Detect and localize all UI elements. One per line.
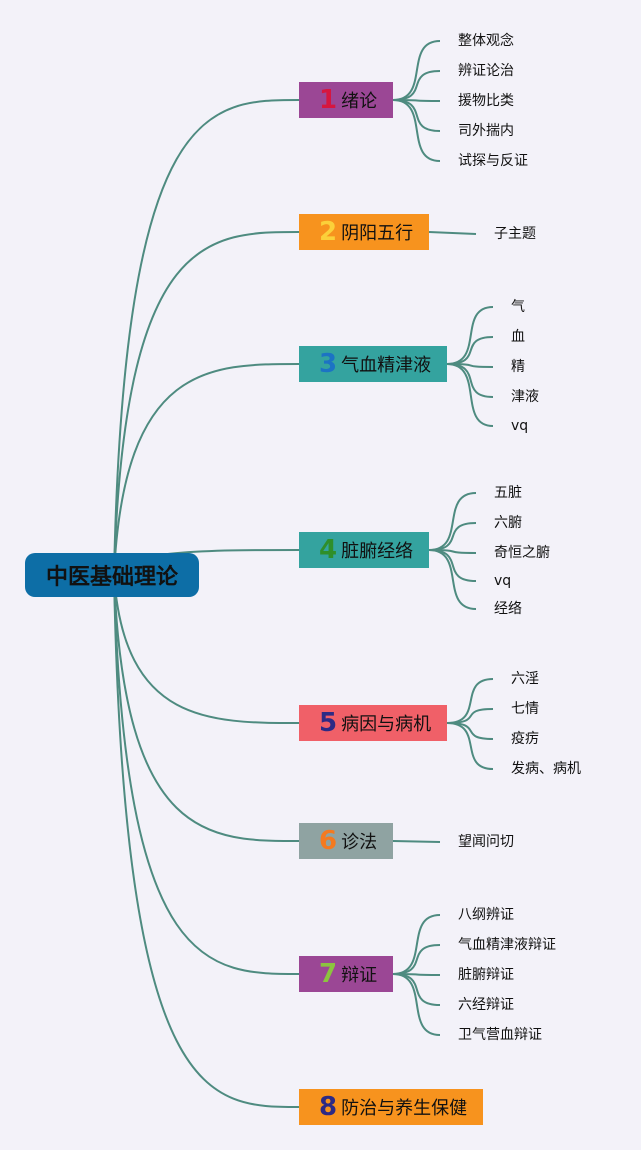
leaf-node[interactable]: 七情 [511,701,539,717]
branch-connector-1 [113,99,300,576]
branch-connector-2 [113,231,300,576]
leaf-connector-3-2 [446,336,494,365]
leaf-connector-3-1 [446,306,494,365]
leaf-node[interactable]: 疫疠 [511,731,539,747]
leaf-node[interactable]: 八纲辨证 [458,907,514,923]
leaf-connector-5-4 [446,722,494,770]
leaf-node[interactable]: 气血精津液辩证 [458,937,556,953]
leaf-node[interactable]: 发病、病机 [511,761,581,777]
leaf-connector-4-1 [428,492,477,551]
branch-label: 辩证 [341,965,378,986]
leaf-connector-1-2 [392,70,441,101]
root-label: 中医基础理论 [45,565,178,590]
branch-connector-3 [113,363,300,576]
leaf-connector-7-5 [392,973,441,1036]
leaf-connector-5-2 [446,708,494,724]
branch-connector-5 [113,574,300,724]
branch-label: 脏腑经络 [341,541,414,562]
branch-number: 7 [319,959,338,989]
leaf-node[interactable]: 精 [511,359,525,375]
leaf-connector-5-3 [446,722,494,740]
leaf-node[interactable]: 奇恒之腑 [494,545,550,561]
leaf-node[interactable]: 司外揣内 [458,123,514,139]
leaf-node[interactable]: 津液 [511,389,539,405]
leaf-node[interactable]: 脏腑辩证 [458,967,514,983]
branch-label: 气血精津液 [341,355,432,376]
branch-number: 4 [319,535,338,565]
branch-connector-6 [113,574,300,842]
branch-label: 阴阳五行 [341,223,414,244]
leaf-connector-7-2 [392,944,441,975]
leaf-node[interactable]: 经络 [494,601,522,617]
leaf-node[interactable]: vq [511,418,529,434]
branch-number: 1 [319,85,338,115]
leaf-node[interactable]: 六经辩证 [458,997,514,1013]
leaf-node[interactable]: 卫气营血辩证 [458,1027,542,1043]
branch-number: 2 [319,217,338,247]
branch-label: 绪论 [341,91,378,112]
leaf-connector-4-5 [428,549,477,610]
leaf-connector-6-1 [392,840,441,843]
leaf-node[interactable]: 子主题 [494,226,536,242]
branch-label: 病因与病机 [341,714,432,735]
leaf-connector-7-1 [392,914,441,975]
leaf-node[interactable]: 气 [511,299,525,315]
leaf-connector-4-2 [428,522,477,551]
branch-connector-7 [113,574,300,975]
root-node[interactable]: 中医基础理论 [25,553,199,597]
leaf-connector-1-1 [392,40,441,101]
leaf-node[interactable]: 辨证论治 [458,63,514,79]
branch-label: 诊法 [341,832,378,853]
branch-connector-8 [113,574,300,1108]
leaf-node[interactable]: 六腑 [494,515,522,531]
branch-number: 8 [319,1092,338,1122]
leaf-connector-1-5 [392,99,441,162]
branch-number: 5 [319,708,338,738]
leaf-node[interactable]: 六淫 [511,671,539,687]
leaf-node[interactable]: 血 [511,329,525,345]
leaf-node[interactable]: 望闻问切 [458,834,514,850]
branch-number: 6 [319,826,338,856]
leaf-node[interactable]: 试探与反证 [458,153,528,169]
leaf-node[interactable]: vq [494,573,512,589]
leaf-connector-2-1 [428,231,477,235]
leaf-node[interactable]: 整体观念 [458,33,514,49]
leaf-node[interactable]: 援物比类 [458,93,514,109]
leaf-connector-5-1 [446,678,494,724]
branch-label: 防治与养生保健 [341,1098,468,1119]
leaf-node[interactable]: 五脏 [494,485,522,501]
branch-number: 3 [319,349,338,379]
leaf-connector-3-5 [446,363,494,427]
